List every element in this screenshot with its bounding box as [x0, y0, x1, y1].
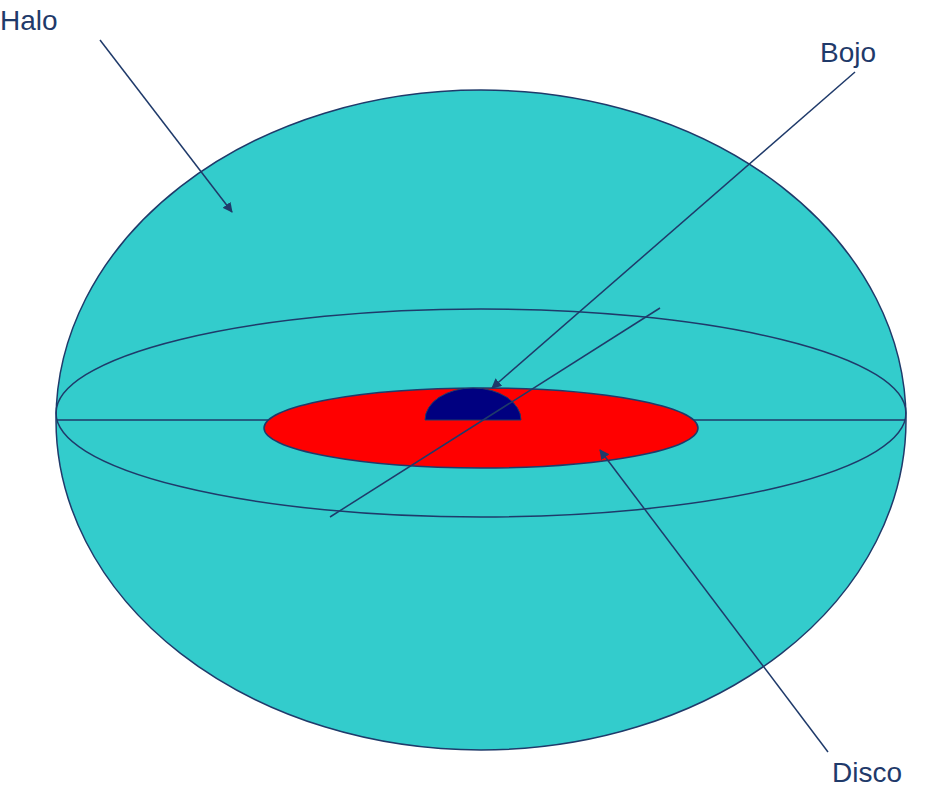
- part-label: Bojo: [820, 38, 876, 69]
- axis-line: [330, 308, 660, 517]
- halo-ellipse: [56, 90, 906, 750]
- part-label: Disco: [832, 758, 902, 789]
- leader-line: [100, 40, 232, 212]
- leader-line: [600, 450, 828, 752]
- bulge-dome: [425, 388, 521, 420]
- leader-line: [492, 72, 855, 388]
- disk-ellipse: [264, 388, 698, 468]
- plane-ring: [56, 309, 906, 517]
- part-label: Halo: [0, 6, 58, 37]
